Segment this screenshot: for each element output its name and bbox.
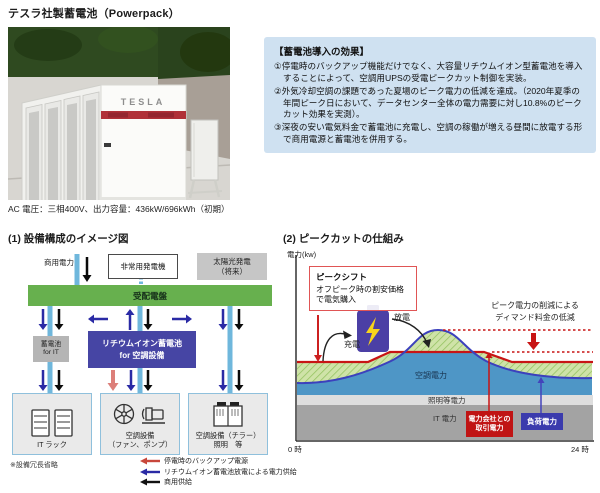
solar-box: 太陽光発電 （将来）	[197, 253, 267, 280]
battery-exchange-area	[297, 330, 592, 384]
ac-power-label: 空調電力	[415, 371, 447, 380]
discharge-label: 放電	[394, 313, 410, 322]
battery-for-it-box: 蓄電池 for IT	[33, 336, 69, 362]
effects-item-3: ③深夜の安い電気料金で蓄電池に充電し、空調の稼働が増える昼間に放電する形で商用電…	[274, 122, 583, 145]
x-start-label: 0 時	[288, 445, 302, 454]
commercial-supply-arrow	[82, 257, 92, 282]
switchboard-bar: 受配電盤	[28, 285, 272, 306]
door-handle	[104, 143, 111, 147]
load-power-pointer	[537, 377, 545, 415]
powerpack-unit: TESLA	[21, 84, 187, 200]
peak-shift-arrow	[314, 315, 322, 362]
legend-commercial: 商用供給	[140, 477, 192, 487]
tesla-logo: TESLA	[121, 97, 166, 107]
chiller-icon	[213, 402, 243, 427]
battery-icon	[357, 305, 389, 352]
peak-shift-box: ピークシフト オフピーク時の割安価格で電気購入	[309, 266, 417, 311]
backup-power-arrow	[107, 370, 119, 391]
li-ion-battery-box: リチウムイオン蓄電池 for 空調設備	[88, 331, 196, 368]
powerpack-photo: TESLA	[8, 27, 230, 200]
redundancy-note: ※設備冗長省略	[10, 462, 58, 469]
effects-box: 【蓄電池導入の効果】 ①停電時のバックアップ機能だけでなく、大容量リチウムイオン…	[264, 37, 596, 153]
hvac-chiller-box: 空調設備（チラー） 照明 等	[188, 393, 268, 455]
red-arrow-icon	[140, 457, 160, 465]
lightning-bolt-icon	[366, 317, 380, 346]
effects-item-2: ②外気冷却空調の課題であった夏場のピーク電力の低減を達成。（2020年夏季の年間…	[274, 85, 582, 120]
fan-pump-icon	[113, 403, 165, 425]
hvac-fan-pump-box: 空調設備 （ファン、ポンプ）	[100, 393, 180, 455]
it-power-label: IT 電力	[433, 414, 457, 423]
ac-power-area	[297, 330, 592, 395]
contract-power-tag: 電力会社との 取引電力	[466, 411, 513, 437]
load-power-curve	[296, 328, 593, 385]
effects-item-1: ①停電時のバックアップ機能だけでなく、大容量リチウムイオン型蓄電池を導入すること…	[274, 61, 583, 83]
charge-arc	[322, 330, 352, 362]
control-cabinet	[187, 119, 223, 199]
commercial-power-label: 商用電力	[44, 258, 74, 267]
contract-power-pointer	[485, 352, 493, 413]
lighting-power-band	[297, 395, 593, 405]
it-rack-box: IT ラック	[12, 393, 92, 455]
lighting-power-label: 照明等電力	[428, 395, 466, 405]
diagram-heading: (1) 設備構成のイメージ図	[8, 233, 129, 245]
demand-reduction-note: ピーク電力の削減による ディマンド料金の低減	[491, 301, 579, 322]
legend-battery-discharge: リチウムイオン蓄電池放電による電力供給	[140, 467, 297, 477]
server-rack-icon	[31, 409, 73, 437]
peak-cut-chart	[295, 255, 594, 442]
discharge-arc	[391, 318, 431, 348]
red-stripe	[101, 111, 186, 119]
chart-y-label: 電力(kw)	[287, 250, 317, 259]
black-arrow-icon	[140, 478, 160, 486]
x-end-label: 24 時	[571, 445, 589, 454]
chart-heading: (2) ピークカットの仕組み	[283, 233, 404, 245]
effects-title: 【蓄電池導入の効果】	[274, 47, 370, 58]
demand-reduction-arrow	[527, 333, 540, 350]
blue-arrow-icon	[140, 468, 160, 475]
load-power-tag: 負荷電力	[521, 413, 563, 430]
emergency-generator-box: 非常用発電機	[108, 254, 178, 279]
utility-power-line	[297, 350, 593, 364]
page-title: テスラ社製蓄電池（Powerpack）	[8, 8, 180, 20]
legend-backup: 停電時のバックアップ電源	[140, 456, 248, 466]
switchboard-flow-arrows	[38, 309, 244, 330]
load-feed-arrows	[38, 370, 244, 391]
charge-label: 充電	[344, 340, 360, 349]
photo-caption: AC 電圧：三相400V、出力容量：436kW/696kWh（初期）	[8, 204, 230, 214]
